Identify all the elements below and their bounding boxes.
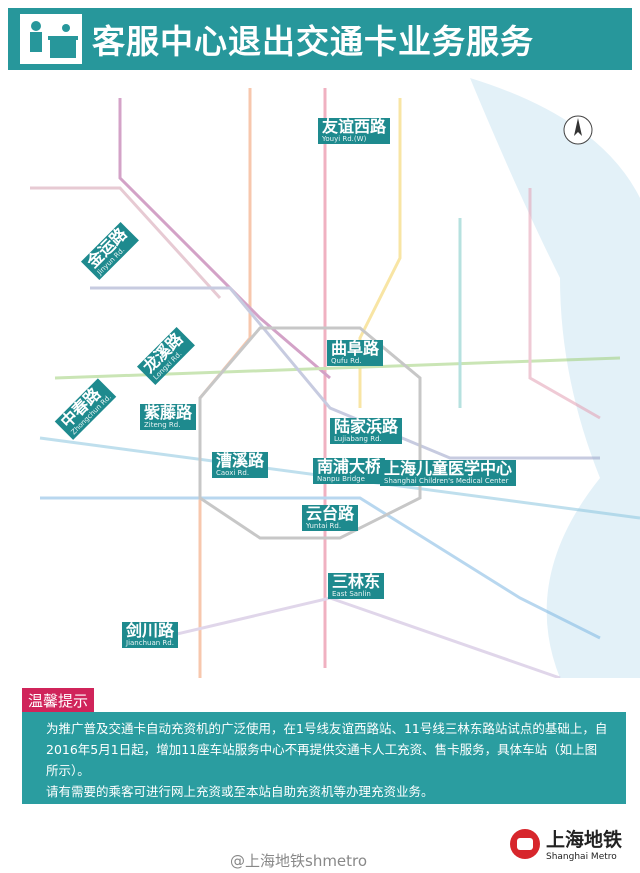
station-en: East Sanlin [332, 589, 371, 598]
station-cn: 漕溪路 [216, 451, 265, 470]
station-cn: 上海儿童医学中心 [384, 459, 513, 478]
station-en: Youyi Rd.(W) [322, 134, 367, 143]
station-en: Ziteng Rd. [144, 420, 181, 429]
service-desk-icon [20, 14, 82, 64]
station-cn: 云台路 [306, 504, 355, 523]
station-cn: 三林东 [332, 572, 381, 591]
station-en: Jianchuan Rd. [126, 638, 174, 647]
station-cn: 南浦大桥 [317, 457, 382, 476]
logo-en: Shanghai Metro [546, 852, 617, 862]
station-en: Shanghai Children's Medical Center [384, 476, 509, 485]
page-title: 客服中心退出交通卡业务服务 [92, 22, 534, 61]
station-en: Lujiabang Rd. [334, 434, 382, 443]
metro-lines [30, 78, 640, 680]
notice-paragraph: 请有需要的乘客可进行网上充资或至本站自助充资机等办理充资业务。 [46, 784, 434, 799]
station-cn: 友谊西路 [322, 117, 387, 136]
logo-cn: 上海地铁 [546, 829, 623, 851]
station-en: Caoxi Rd. [216, 468, 250, 477]
metro-logo-icon [510, 828, 540, 859]
compass-icon [563, 115, 593, 145]
notice-paragraph: 为推广普及交通卡自动充资机的广泛使用，在1号线友谊西路站、11号线三林东路站试点… [46, 721, 608, 778]
header: 客服中心退出交通卡业务服务 [8, 8, 632, 70]
station-en: Nanpu Bridge [317, 474, 365, 483]
notice-box: 为推广普及交通卡自动充资机的广泛使用，在1号线友谊西路站、11号线三林东路站试点… [22, 712, 626, 804]
notice-tag: 温馨提示 [22, 688, 95, 713]
station-en: Qufu Rd. [331, 356, 362, 365]
station-cn: 剑川路 [126, 621, 175, 640]
station-cn: 曲阜路 [331, 339, 380, 358]
weibo-watermark: @上海地铁shmetro [230, 852, 368, 870]
station-en: Yuntai Rd. [306, 521, 342, 530]
station-cn: 紫藤路 [144, 403, 193, 422]
station-cn: 陆家浜路 [334, 417, 399, 436]
